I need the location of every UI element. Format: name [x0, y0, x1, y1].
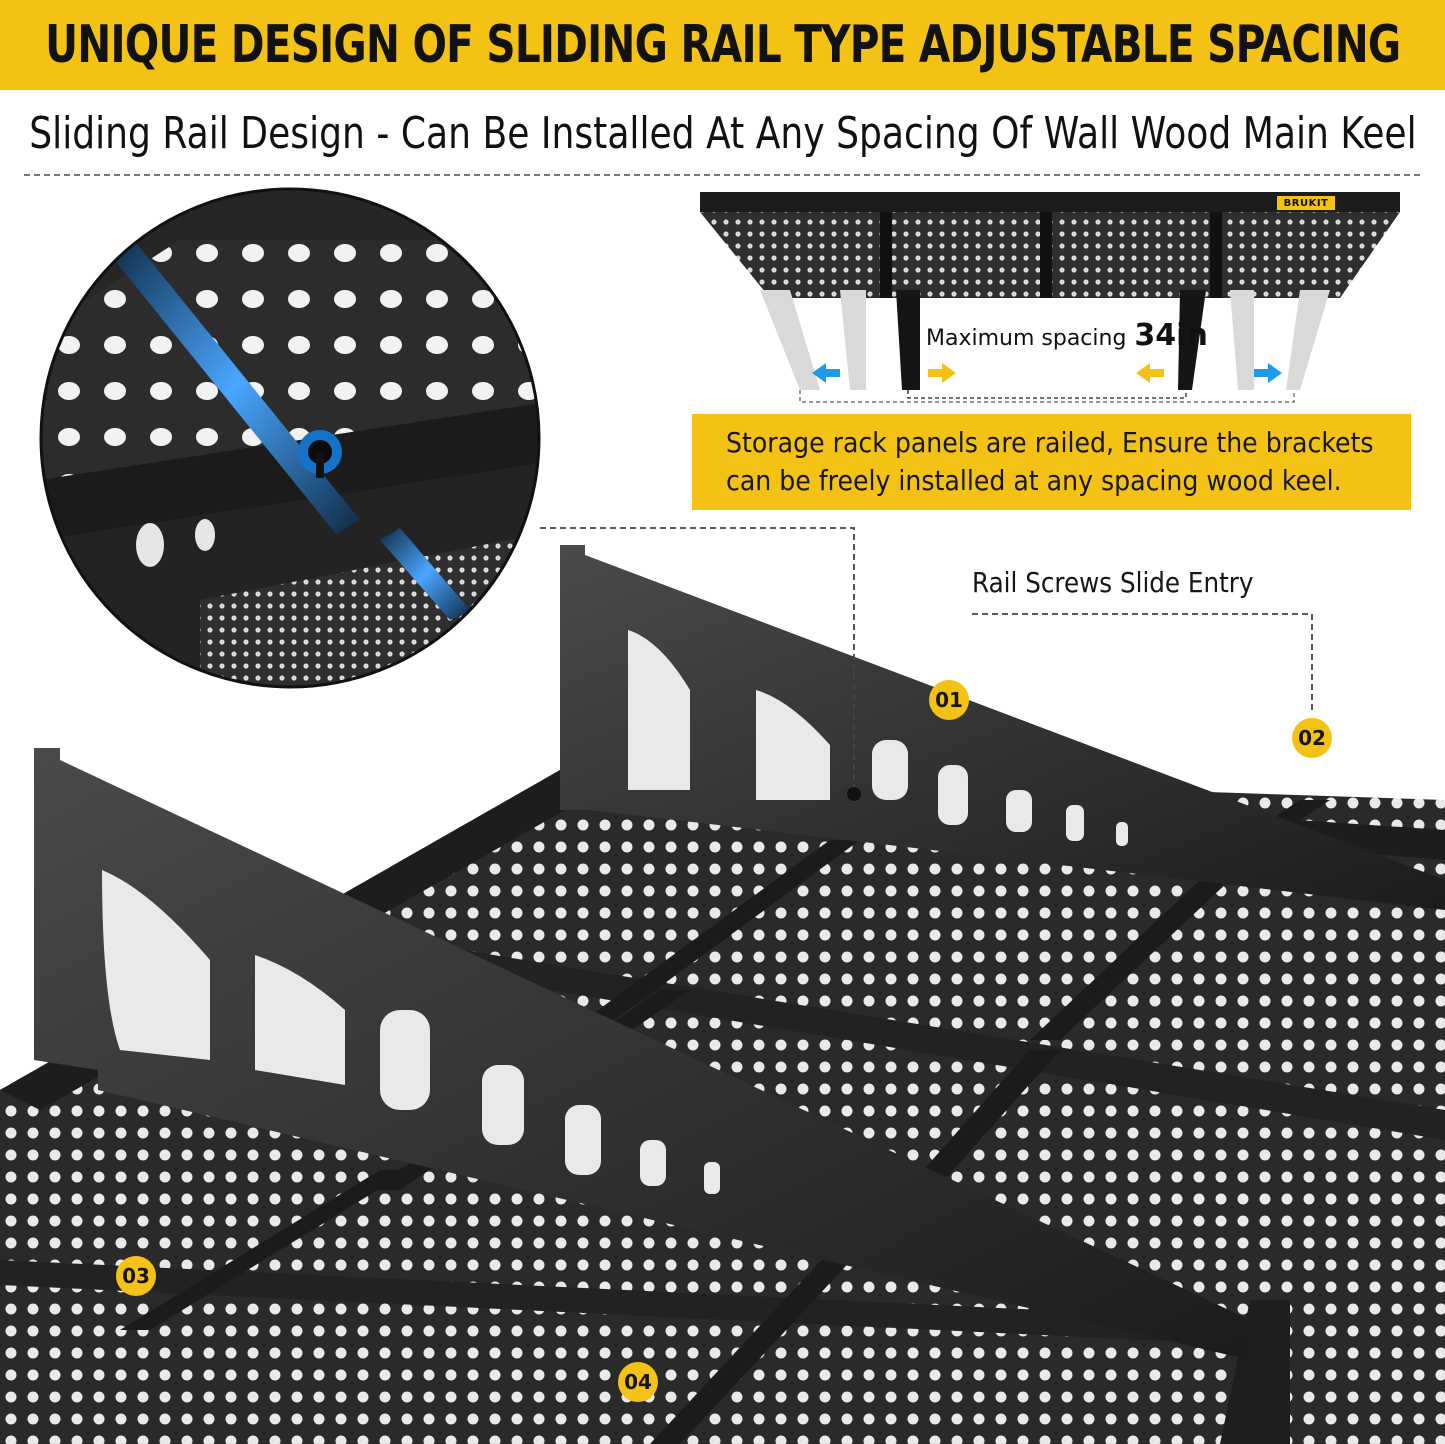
marker-03: 03: [116, 1256, 156, 1296]
bracket-back: [560, 545, 1445, 910]
callout-line-2: can be freely installed at any spacing w…: [726, 464, 1342, 497]
rail-pointer-dot: [847, 787, 861, 801]
page-title: UNIQUE DESIGN OF SLIDING RAIL TYPE ADJUS…: [44, 15, 1401, 75]
bracket-front: [34, 748, 1250, 1360]
header-banner: UNIQUE DESIGN OF SLIDING RAIL TYPE ADJUS…: [0, 0, 1445, 90]
divider: [24, 174, 1420, 176]
rail-pointer-line: [540, 527, 855, 790]
callout-line-1: Storage rack panels are railed, Ensure t…: [726, 426, 1374, 459]
marker-02: 02: [1292, 718, 1332, 758]
marker-01: 01: [929, 680, 969, 720]
detail-zoom-circle: [39, 187, 541, 689]
spacing-diagram: [700, 192, 1400, 403]
brand-tag: BRUKIT: [1277, 196, 1335, 210]
max-spacing-text: Maximum spacing: [926, 326, 1127, 351]
max-spacing-value: 34in: [1134, 318, 1208, 353]
subtitle-text: Sliding Rail Design - Can Be Installed A…: [28, 107, 1417, 159]
rail-label-line: [972, 613, 1313, 712]
max-spacing-label: Maximum spacing 34in: [926, 318, 1208, 353]
rail-screws-label: Rail Screws Slide Entry: [972, 566, 1254, 599]
callout-box: Storage rack panels are railed, Ensure t…: [692, 414, 1411, 510]
marker-04: 04: [618, 1362, 658, 1402]
subtitle: Sliding Rail Design - Can Be Installed A…: [0, 98, 1445, 168]
